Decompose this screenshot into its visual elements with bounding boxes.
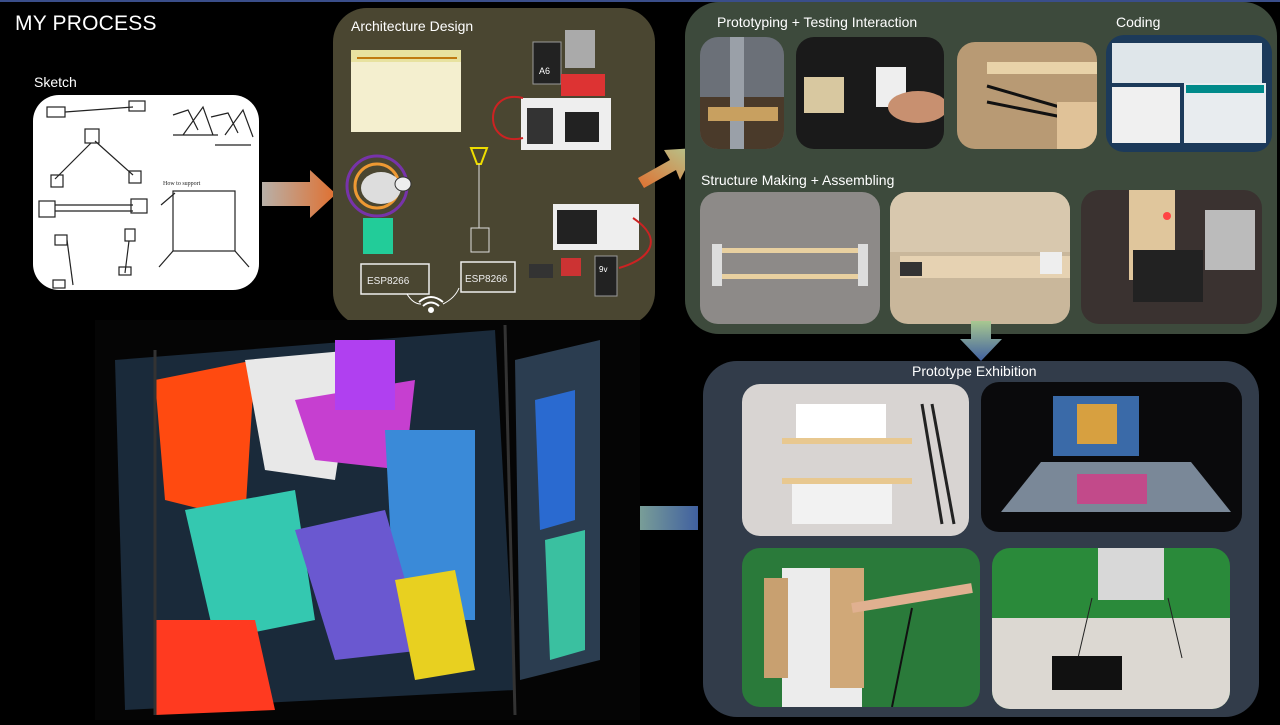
exhibition-panel: Prototype Exhibition [703,361,1259,717]
structure-photo-1 [700,192,880,324]
coding-photo [1106,35,1272,152]
exhibition-photo-1 [742,384,969,536]
prototyping-title: Prototyping + Testing Interaction [717,14,918,30]
architecture-panel: Architecture Design A6 ESP8266 ESP8266 [333,8,655,326]
page-title: MY PROCESS [15,12,157,35]
exhibition-title: Prototype Exhibition [912,363,1037,379]
arrow-down-icon [960,321,1002,361]
exhibition-photo-4 [992,548,1230,709]
prototype-photo-3 [957,42,1097,149]
top-rule [0,0,1280,2]
coding-title: Coding [1116,14,1161,30]
prototype-photo-2 [796,37,944,149]
wifi-icon [418,296,444,313]
battery-label-9v: 9v [599,265,607,274]
prototype-photo-1 [700,37,784,149]
structure-photo-2 [890,192,1070,324]
sketch-handwriting: How to support [163,181,201,187]
structure-photo-3 [1081,190,1262,324]
arrow-right-icon [638,148,696,188]
structure-title: Structure Making + Assembling [701,172,895,188]
chip-label-2: ESP8266 [465,274,508,285]
arrow-right-icon [262,170,336,218]
chip-label-1: ESP8266 [367,276,410,287]
sketch-image: How to support [33,95,259,290]
exhibition-photo-2 [981,382,1242,532]
exhibition-photo-3 [742,548,980,707]
architecture-title: Architecture Design [351,18,474,34]
sketch-label: Sketch [34,74,77,90]
prototyping-panel: Prototyping + Testing Interaction Coding… [685,2,1277,334]
installation-photo [95,320,640,720]
battery-label-a6: A6 [539,66,550,76]
